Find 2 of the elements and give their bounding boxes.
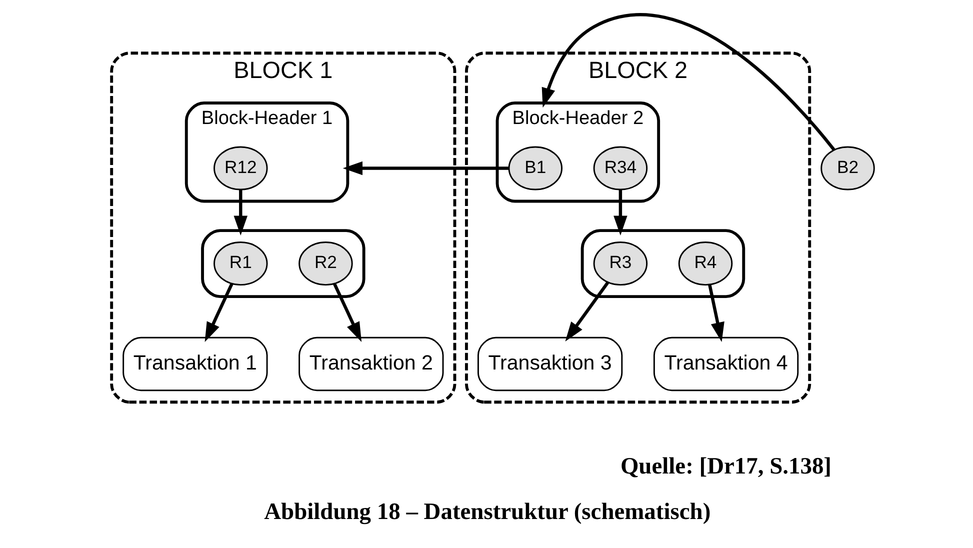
- label: Quelle: [Dr17, S.138]: [620, 454, 831, 480]
- caption: Abbildung 18 – Datenstruktur (schematisch): [264, 499, 710, 526]
